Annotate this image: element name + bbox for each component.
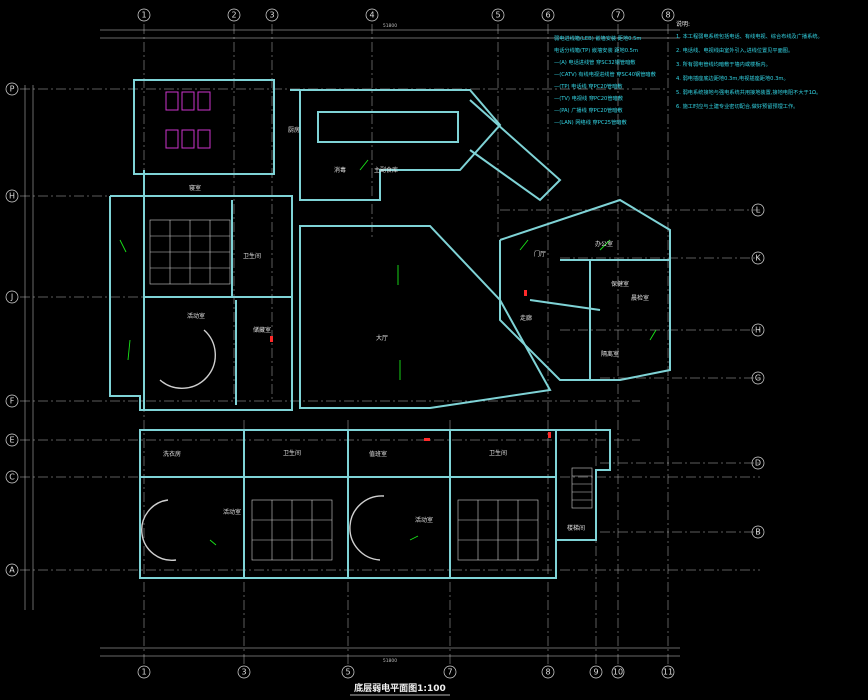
weak-current-lines: [119, 159, 657, 546]
axis-bottom-2: 3: [241, 668, 246, 677]
note-line-4: 5. 弱电系统接地与强电系统共用接地装置,接地电阻不大于1Ω。: [676, 88, 821, 96]
axis-top-1: 1: [141, 11, 146, 20]
room-label-restroom-b1: 卫生间: [283, 449, 301, 457]
walls: [109, 79, 671, 579]
legend-item-7: —(LAN) 网络线 穿PC25管暗敷: [554, 118, 627, 126]
room-label-sleeping: 寝室: [189, 184, 201, 192]
note-line-1: 2. 电话线、电视线由室外引入,进线位置见平面图。: [676, 46, 793, 54]
axis-bottom-4: 7: [447, 668, 452, 677]
room-label-stair: 楼梯间: [567, 524, 585, 532]
legend-item-5: —(TV) 电视线 穿PC20管暗敷: [554, 94, 624, 102]
axis-bubbles-left: [5, 82, 19, 577]
room-label-pantry: 消毒: [334, 166, 346, 174]
axis-bubbles-right: [751, 203, 765, 539]
room-label-isolation: 隔离室: [601, 350, 619, 358]
legend-item-4: —(TP) 电话线 穿PC20管暗敷: [554, 82, 623, 90]
axis-right-H: H: [755, 326, 761, 335]
room-label-kitchen: 厨房: [288, 126, 300, 134]
axis-left-J: J: [10, 293, 13, 302]
activity-arcs: [141, 329, 385, 561]
room-label-restroom-b2: 卫生间: [489, 449, 507, 457]
axis-top-6: 6: [545, 11, 550, 20]
legend-item-2: —(A) 电话进线管 穿SC32钢管暗敷: [554, 58, 636, 66]
axis-bubbles-bottom: [137, 665, 675, 679]
note-line-0: 1. 本工程弱电系统包括电话、有线电视、综合布线及广播系统。: [676, 32, 823, 40]
axis-left-C: C: [9, 473, 15, 482]
axis-top-2: 2: [231, 11, 236, 20]
axis-right-K: K: [755, 254, 761, 263]
legend-item-6: —(PA) 广播线 穿PC20管暗敷: [554, 106, 623, 114]
accent-marks: [270, 290, 551, 441]
note-line-2: 3. 所有弱电管线均暗敷于墙内或楼板内。: [676, 60, 771, 68]
note-line-3: 4. 弱电插座底边距地0.3m,电视插座距地0.3m。: [676, 74, 789, 82]
dimension-lines: [24, 29, 680, 657]
drawing-title: 底层弱电平面图1:100: [354, 682, 446, 694]
notes: 说明: 1. 本工程弱电系统包括电话、有线电视、综合布线及广播系统。 2. 电话…: [676, 20, 823, 110]
axis-left-E: E: [9, 436, 14, 445]
axis-left-A: A: [9, 566, 15, 575]
axis-right-L: L: [756, 206, 761, 215]
axis-left-H: H: [9, 192, 15, 201]
axis-right-G: G: [755, 374, 761, 383]
bed-grid: [149, 219, 539, 561]
legend-item-0: 弱电进线箱(LEB) 嵌墙安装 距地0.5m: [554, 34, 641, 42]
axis-bubbles-top: [137, 8, 675, 22]
room-label-activity-b2: 活动室: [415, 516, 433, 524]
room-label-morning-check: 晨检室: [631, 294, 649, 302]
room-label-health: 保健室: [611, 280, 629, 288]
room-label-hall: 大厅: [376, 334, 388, 342]
axis-bottom-3: 5: [345, 668, 350, 677]
room-label-storage-left: 储藏室: [253, 326, 271, 334]
axis-left-F: F: [10, 397, 15, 406]
room-label-corridor: 走廊: [520, 314, 532, 322]
axis-bottom-7: 10: [613, 668, 623, 677]
room-label-main-kitchen: 主副食库: [374, 166, 398, 174]
axis-left-P: P: [10, 85, 15, 94]
room-label-office: 办公室: [595, 240, 613, 248]
note-line-5: 6. 施工时应与土建专业密切配合,做好预留预埋工作。: [676, 102, 798, 110]
notes-heading: 说明:: [676, 20, 690, 28]
room-label-laundry: 洗衣房: [163, 450, 181, 458]
axis-bottom-5: 8: [545, 668, 550, 677]
room-label-activity-left: 活动室: [187, 312, 205, 320]
axis-top-8: 8: [665, 11, 670, 20]
axis-bottom-8: 11: [663, 668, 673, 677]
legend: 弱电进线箱(LEB) 嵌墙安装 距地0.5m 电话分线箱(TP) 嵌墙安装 距地…: [554, 34, 657, 126]
overall-dim-top: 51800: [383, 23, 397, 29]
room-label-lobby: 门厅: [534, 250, 546, 258]
grid-lines: [20, 24, 760, 665]
room-label-restroom-left: 卫生间: [243, 252, 261, 260]
axis-bottom-1: 1: [141, 668, 146, 677]
room-label-duty: 值班室: [369, 450, 387, 458]
axis-top-7: 7: [615, 11, 620, 20]
legend-item-3: —(CATV) 有线电视进线管 穿SC40钢管暗敷: [554, 70, 657, 78]
axis-bottom-6: 9: [593, 668, 598, 677]
axis-right-D: D: [755, 459, 761, 468]
overall-dim-bottom: 51800: [383, 658, 397, 664]
axis-top-3: 3: [269, 11, 274, 20]
stair: [571, 467, 593, 509]
axis-right-B: B: [755, 528, 761, 537]
toilet-fixtures: [165, 91, 211, 149]
axis-top-4: 4: [369, 11, 374, 20]
axis-top-5: 5: [495, 11, 500, 20]
legend-item-1: 电话分线箱(TP) 嵌墙安装 距地0.5m: [554, 46, 638, 54]
room-label-activity-b1: 活动室: [223, 508, 241, 516]
